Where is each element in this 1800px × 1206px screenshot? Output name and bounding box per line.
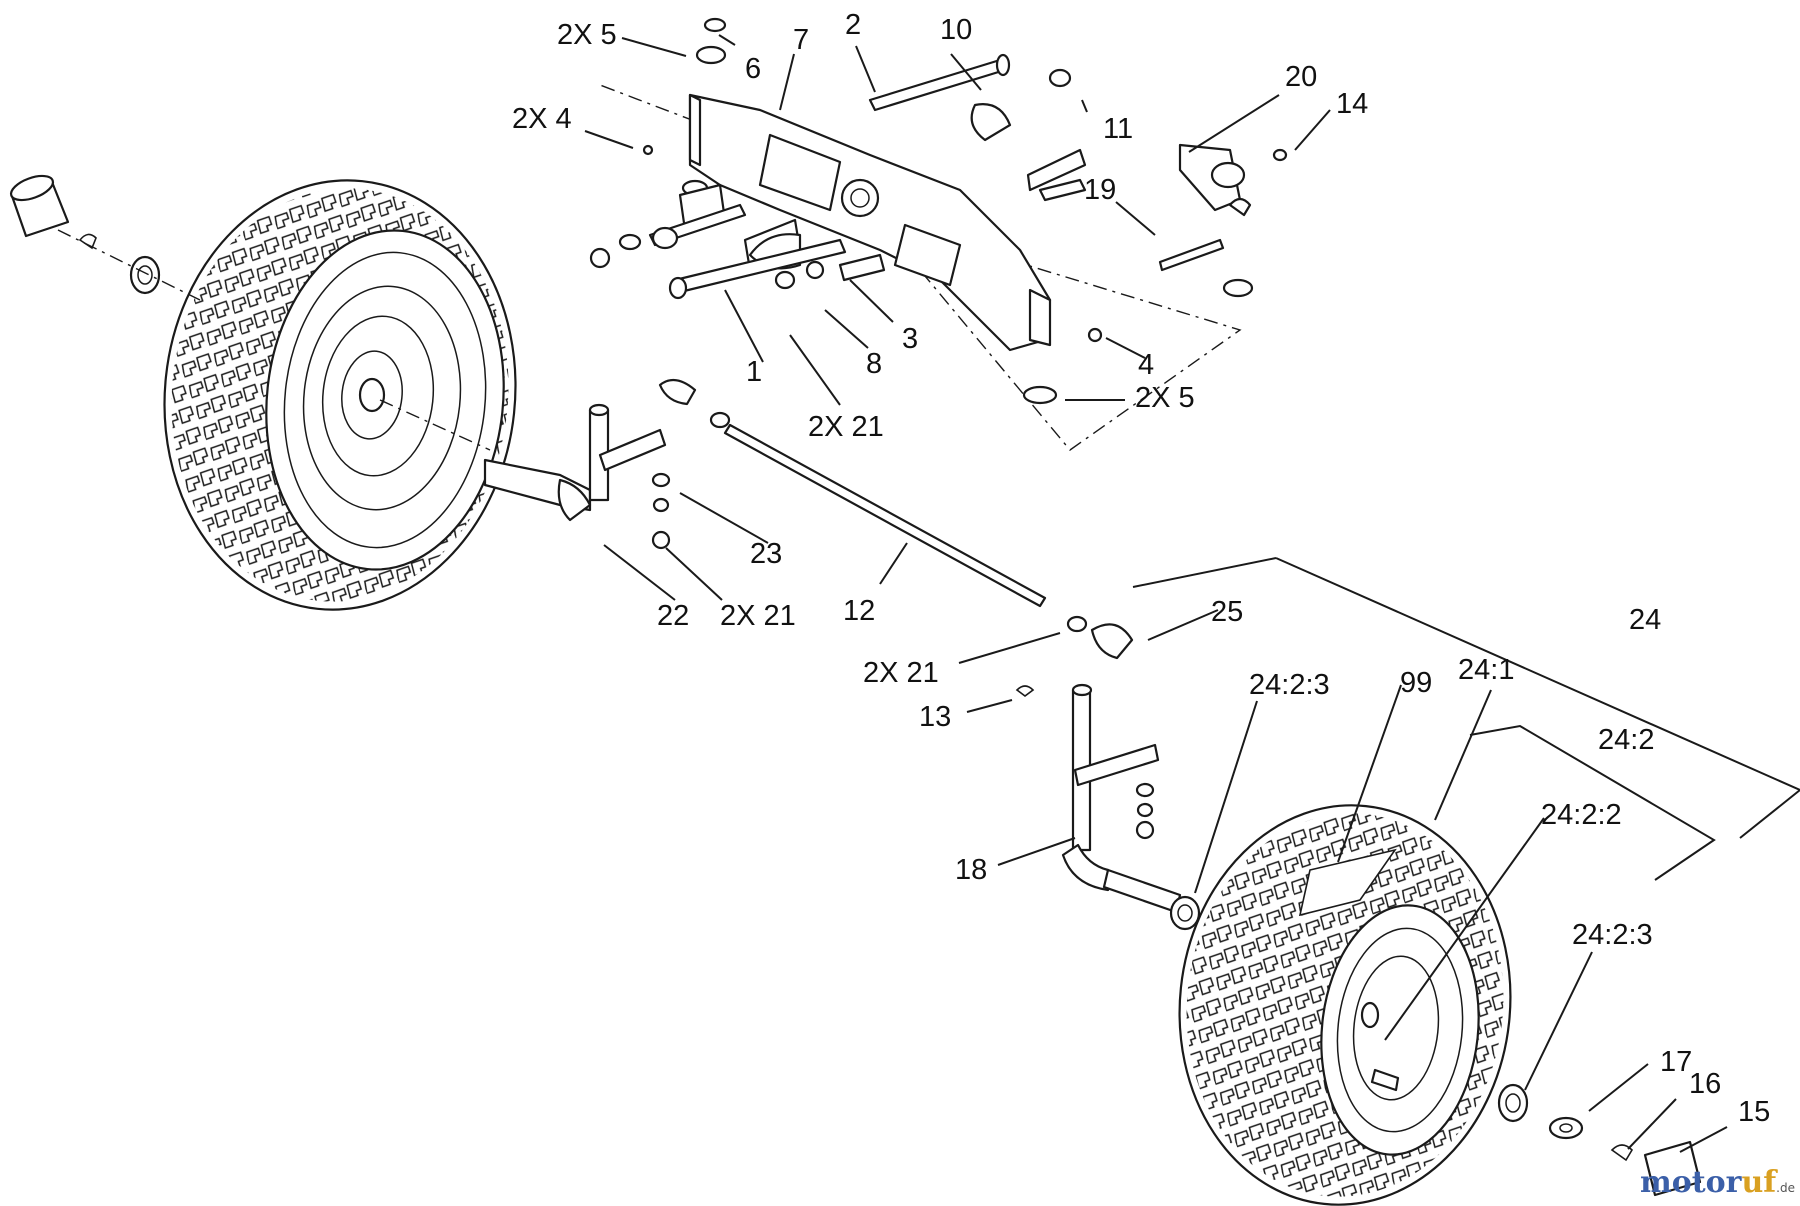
- callout-23: 23: [750, 538, 782, 570]
- front-axle: [688, 93, 1052, 352]
- callout-2x21-a: 2X 21: [808, 411, 884, 443]
- callout-11: 11: [1103, 113, 1133, 145]
- callout-3: 3: [902, 323, 918, 355]
- callout-25: 25: [1211, 596, 1243, 628]
- callout-16: 16: [1689, 1068, 1721, 1100]
- callout-24-2: 24:2: [1598, 724, 1654, 756]
- left-axle-centerline: [57, 229, 491, 451]
- callout-13: 13: [919, 701, 951, 733]
- assembly-brackets: [1132, 557, 1800, 881]
- callout-labels: 2X 5 6 7 2 10 20 14 2X 4 11 19 3 1 8 4 2…: [512, 9, 1770, 1128]
- callout-4: 4: [1138, 349, 1154, 381]
- callout-12: 12: [843, 595, 875, 627]
- callout-17: 17: [1660, 1046, 1692, 1078]
- left-spindle: [483, 403, 671, 550]
- callout-2x5-bot: 2X 5: [1135, 382, 1195, 414]
- callout-24-2-3-b: 24:2:3: [1572, 919, 1653, 951]
- watermark-part2: uf: [1741, 1165, 1778, 1200]
- callout-24-1: 24:1: [1458, 654, 1514, 686]
- watermark-part1: motor: [1640, 1165, 1743, 1200]
- watermark-logo: motoruf.de: [1640, 1165, 1795, 1200]
- watermark-part3: .de: [1776, 1181, 1795, 1195]
- callout-15: 15: [1738, 1096, 1770, 1128]
- callout-2x21-c: 2X 21: [863, 657, 939, 689]
- callout-20: 20: [1285, 61, 1317, 93]
- callout-6: 6: [745, 53, 761, 85]
- callout-10: 10: [940, 14, 972, 46]
- left-wheel: [163, 179, 517, 611]
- callout-24: 24: [1629, 604, 1661, 636]
- svg-text:motoruf.de: motoruf.de: [1640, 1165, 1795, 1200]
- callout-2x5-top: 2X 5: [557, 19, 617, 51]
- right-wheel: [1178, 804, 1512, 1206]
- axle-hardware: [589, 17, 1288, 405]
- callout-2: 2: [845, 9, 861, 41]
- left-hub-parts: [9, 174, 161, 295]
- callout-2x21-b: 2X 21: [720, 600, 796, 632]
- callout-8: 8: [866, 348, 882, 380]
- tie-rod: [658, 378, 1134, 660]
- right-hub-parts: [1497, 1083, 1702, 1197]
- callout-14: 14: [1336, 88, 1368, 120]
- callout-7: 7: [793, 24, 809, 56]
- callout-18: 18: [955, 854, 987, 886]
- callout-24-2-3-a: 24:2:3: [1249, 669, 1330, 701]
- callout-99: 99: [1400, 667, 1432, 699]
- callout-2x4: 2X 4: [512, 103, 572, 135]
- callout-22: 22: [657, 600, 689, 632]
- callout-1: 1: [746, 356, 762, 388]
- callout-19: 19: [1084, 174, 1116, 206]
- leader-lines: [584, 34, 1728, 1153]
- right-spindle: [1015, 683, 1201, 931]
- callout-24-2-2: 24:2:2: [1541, 799, 1622, 831]
